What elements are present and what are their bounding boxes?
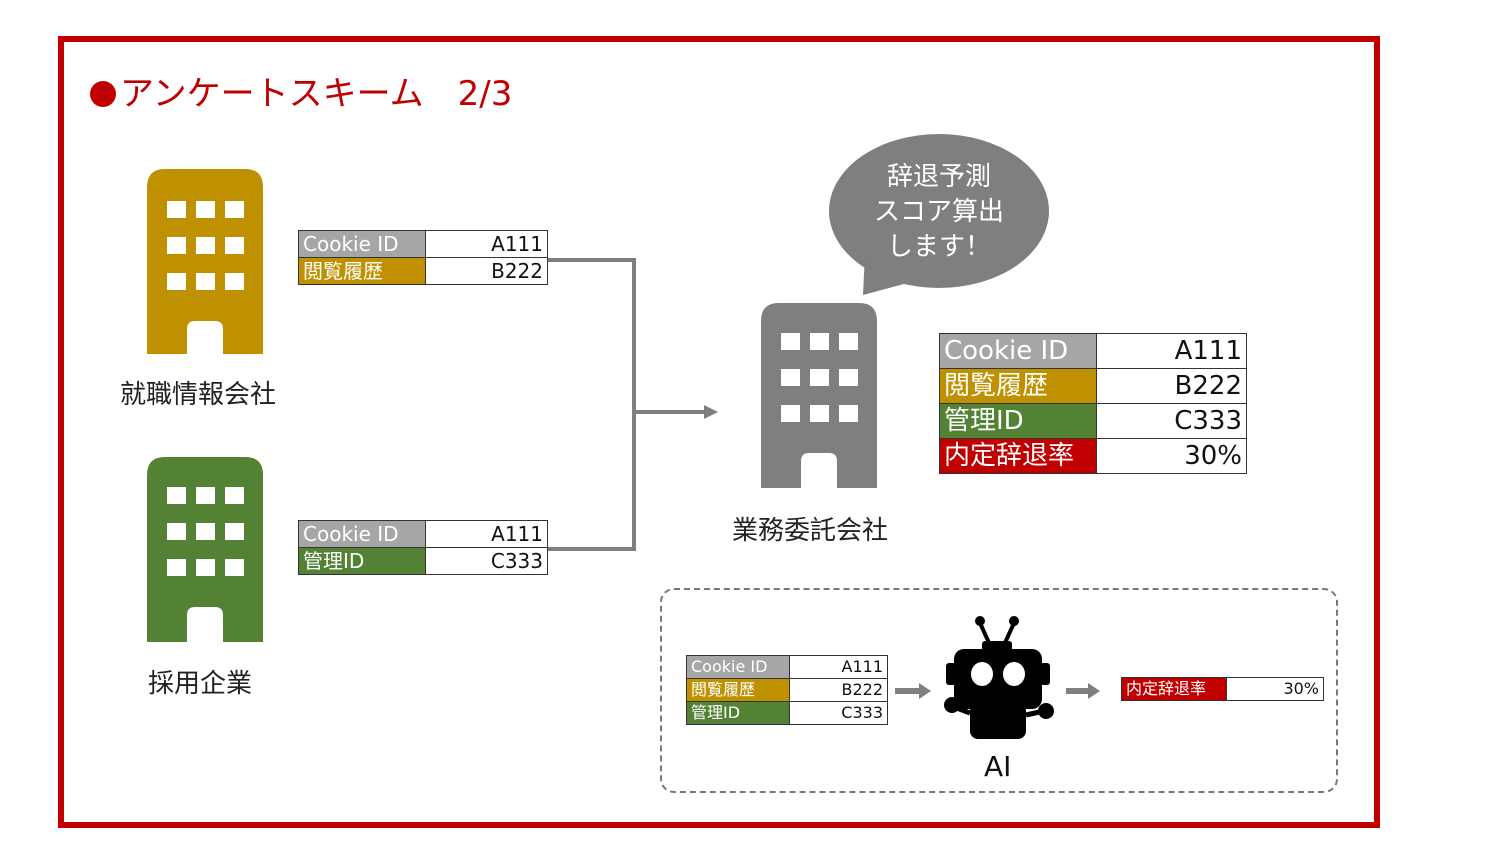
bullet-icon: [90, 81, 116, 107]
bubble-line: します！: [886, 232, 991, 262]
table-key: Cookie ID: [686, 655, 790, 679]
robot-icon: [944, 616, 1054, 739]
speech-bubble: [829, 134, 1049, 295]
ai-process-box: [660, 588, 1338, 793]
table-value: 30%: [1226, 677, 1324, 701]
table-value: C333: [425, 547, 548, 575]
bubble-line: 辞退予測: [886, 162, 991, 192]
table-value: C333: [789, 701, 888, 725]
slide-title: アンケートスキーム 2/3: [90, 66, 512, 115]
table-key: 内定辞退率: [939, 438, 1097, 474]
table-key: 閲覧履歴: [939, 368, 1097, 404]
table-value: C333: [1096, 403, 1247, 439]
company-label-job-info: 就職情報会社: [120, 380, 277, 410]
table-value: A111: [1096, 333, 1247, 369]
company-label-contractor: 業務委託会社: [732, 516, 889, 546]
connector-lines: [548, 258, 718, 551]
arrow-right-icon: [704, 405, 718, 419]
slide-frame: [58, 36, 1380, 828]
table-key: Cookie ID: [939, 333, 1097, 369]
ai-label: AI: [984, 750, 1012, 783]
bubble-line: スコア算出: [873, 197, 1004, 227]
arrow-right-icon: [895, 683, 931, 699]
table-key: 内定辞退率: [1121, 677, 1227, 701]
table-key: 閲覧履歴: [686, 678, 790, 702]
table-value: A111: [789, 655, 888, 679]
building-icon: [147, 169, 263, 354]
table-value: 30%: [1096, 438, 1247, 474]
table-key: 管理ID: [939, 403, 1097, 439]
table-value: B222: [425, 257, 548, 285]
table-key: Cookie ID: [298, 230, 426, 258]
building-icon: [147, 457, 263, 642]
arrow-right-icon: [1066, 683, 1100, 699]
title-text: アンケートスキーム 2/3: [120, 74, 513, 114]
table-key: Cookie ID: [298, 520, 426, 548]
table-value: A111: [425, 230, 548, 258]
building-icon: [761, 303, 877, 488]
company-label-employer: 採用企業: [148, 669, 253, 699]
table-value: A111: [425, 520, 548, 548]
table-key: 閲覧履歴: [298, 257, 426, 285]
speech-bubble-text: 辞退予測 スコア算出 します！: [872, 160, 1006, 265]
table-key: 管理ID: [686, 701, 790, 725]
table-value: B222: [1096, 368, 1247, 404]
table-value: B222: [789, 678, 888, 702]
table-key: 管理ID: [298, 547, 426, 575]
